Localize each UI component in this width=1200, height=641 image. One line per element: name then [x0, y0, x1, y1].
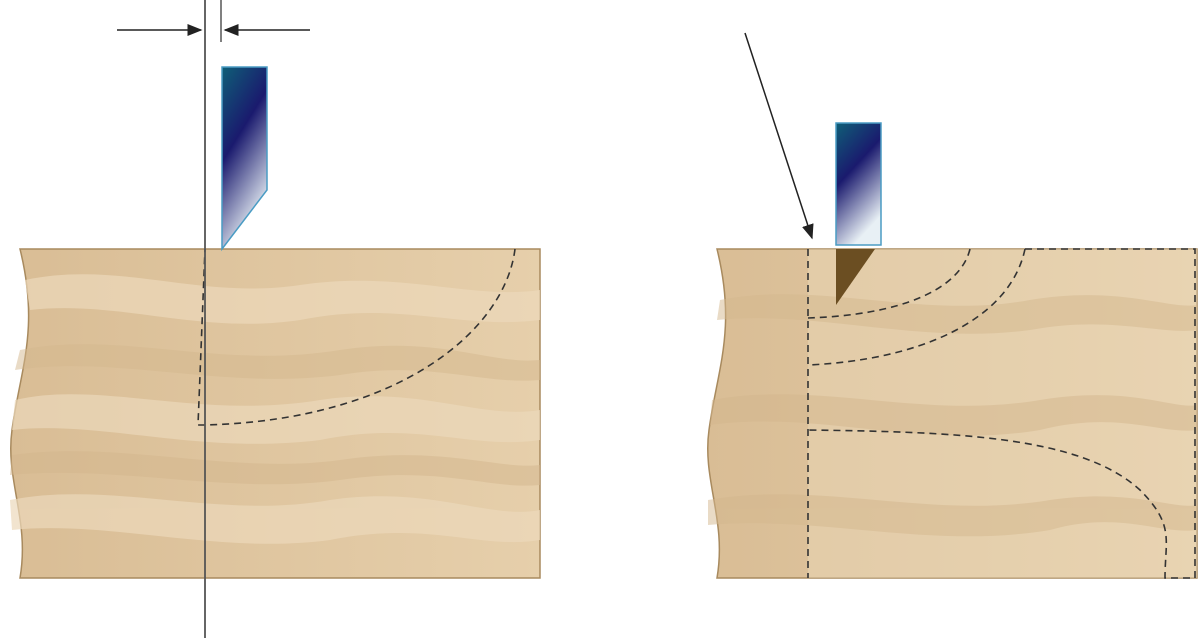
chisel-blade-left	[221, 66, 268, 252]
right-wood-board	[707, 248, 1198, 579]
cut-dashed-lines	[807, 248, 1196, 579]
pointer-arrow	[744, 32, 814, 240]
wood-chip	[836, 249, 875, 305]
cut-dashed-line	[197, 248, 516, 426]
left-wood-board	[10, 248, 541, 579]
chisel-blade-right	[835, 122, 882, 246]
